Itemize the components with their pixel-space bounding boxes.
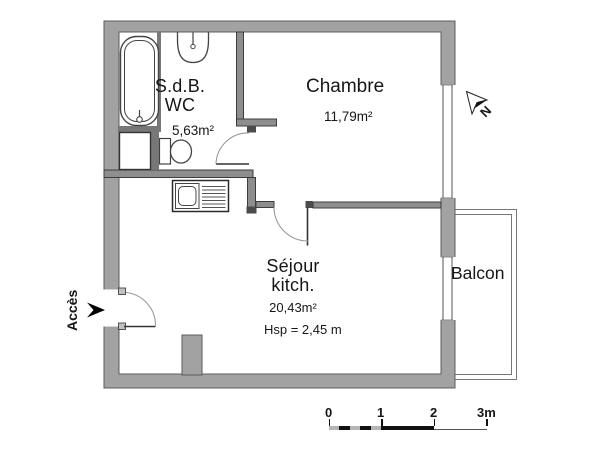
living-room-label: Séjour kitch. 20,43m²: [248, 257, 338, 317]
scale-segment: [370, 426, 381, 430]
bathroom-label: S.d.B. WC: [138, 77, 222, 115]
balcony-name: Balcon: [451, 263, 505, 283]
north-arrow-icon: [465, 90, 489, 116]
scale-tick-label-1: 1: [377, 405, 385, 420]
door-jamb: [118, 287, 126, 295]
scale-tick-label-2: 2: [430, 405, 438, 420]
wall-stub: [181, 334, 203, 376]
bedroom-name: Chambre: [306, 76, 385, 97]
living-room-door: [273, 207, 309, 246]
bathroom-door: [215, 132, 250, 165]
storage-cabinet: [118, 131, 152, 171]
living-room-window: [439, 256, 458, 321]
scale-bar: 0 1 2 3m: [322, 405, 507, 437]
scale-tick: [328, 419, 330, 426]
scale-tick: [486, 419, 488, 426]
balcony-outline: [455, 209, 517, 380]
sink-bowl: [178, 186, 197, 206]
scale-segment: [349, 426, 360, 430]
washbasin: [176, 32, 210, 64]
bathroom-name-line2: WC: [164, 95, 196, 115]
outer-walls: [103, 20, 456, 389]
scale-segment: [328, 426, 339, 430]
drainboard-hatch: [202, 186, 226, 208]
bedroom-area: 11,79m²: [324, 109, 373, 124]
scale-segment-thin: [433, 429, 487, 430]
bathroom-area: 5,63m²: [172, 123, 215, 138]
ceiling-height-note: Hsp = 2,45 m: [264, 322, 342, 337]
access-arrow-icon: [87, 302, 105, 318]
kitchen-sink-counter: [171, 179, 230, 213]
scale-tick: [381, 419, 383, 426]
living-room-area: 20,43m²: [269, 300, 317, 315]
bedroom-window: [439, 84, 458, 199]
living-room-name-line1: Séjour: [266, 256, 320, 276]
scale-tick-label-3: 3m: [477, 405, 496, 420]
entry-door-opening: [102, 287, 126, 330]
scale-tick: [433, 419, 435, 426]
entry-door: [124, 291, 157, 328]
scale-segment: [381, 426, 434, 430]
toilet: [158, 137, 193, 165]
entrance-label: Accès: [64, 289, 80, 331]
scale-tick-label-0: 0: [325, 405, 333, 420]
scale-segment: [339, 426, 350, 430]
living-room-name-line2: kitch.: [271, 275, 315, 295]
scale-segment: [360, 426, 371, 430]
door-jambs: [246, 125, 313, 214]
bathtub: [119, 35, 160, 127]
bathroom-name-line1: S.d.B.: [154, 76, 206, 96]
